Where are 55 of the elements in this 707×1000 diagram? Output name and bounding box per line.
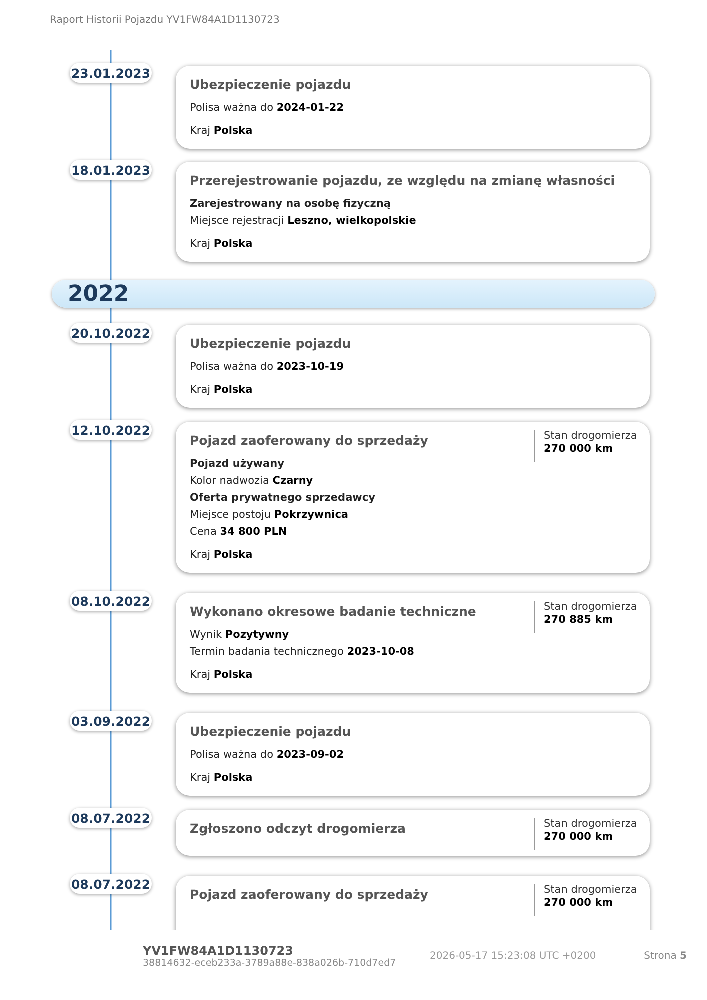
card-text: Miejsce rejestracji Leszno, wielkopolskie <box>190 214 418 229</box>
odometer-label: Stan drogomierza <box>544 818 638 831</box>
card-text: Polisa ważna do 2023-09-02 <box>190 748 346 763</box>
card-heading: Pojazd zaoferowany do sprzedaży <box>190 886 430 904</box>
card-text: Kolor nadwozia Czarny <box>190 474 314 489</box>
page-number: Strona 5 <box>644 951 687 962</box>
card-text: Kraj Polska <box>190 548 254 563</box>
card-text: Termin badania technicznego 2023-10-08 <box>190 645 416 660</box>
event-card <box>176 66 650 149</box>
card-text: Wynik Pozytywny <box>190 628 290 643</box>
card-heading: Ubezpieczenie pojazdu <box>190 76 352 94</box>
event-card <box>176 713 650 796</box>
date-badge: 18.01.2023 <box>70 160 152 180</box>
date-badge: 03.09.2022 <box>70 711 152 731</box>
card-text: Polisa ważna do 2024-01-22 <box>190 101 346 116</box>
card-text: Cena 34 800 PLN <box>190 525 288 540</box>
vin-number: YV1FW84A1D1130723 <box>143 944 294 958</box>
card-text: Kraj Polska <box>190 383 254 398</box>
card-text: Kraj Polska <box>190 771 254 786</box>
event-card <box>176 810 650 856</box>
date-badge: 08.07.2022 <box>70 808 152 828</box>
event-card <box>176 325 650 408</box>
date-badge: 20.10.2022 <box>70 323 152 343</box>
date-badge: 12.10.2022 <box>70 420 152 440</box>
odometer-value: 270 000 km <box>544 897 614 910</box>
card-text: Pojazd używany <box>190 457 286 472</box>
event-card <box>176 162 650 262</box>
date-badge: 23.01.2023 <box>70 63 152 83</box>
card-heading: Ubezpieczenie pojazdu <box>190 335 352 353</box>
odometer-value: 270 000 km <box>544 443 614 456</box>
odometer-value: 270 885 km <box>544 614 614 627</box>
card-text: Kraj Polska <box>190 124 254 139</box>
card-text: Kraj Polska <box>190 668 254 683</box>
card-text: Oferta prywatnego sprzedawcy <box>190 491 376 506</box>
odometer-label: Stan drogomierza <box>544 601 638 614</box>
event-card <box>176 422 650 573</box>
card-heading: Pojazd zaoferowany do sprzedaży <box>190 432 430 450</box>
date-badge: 08.07.2022 <box>70 874 152 894</box>
odometer-value: 270 000 km <box>544 831 614 844</box>
card-heading: Zgłoszono odczyt drogomierza <box>190 820 407 838</box>
card-text: Kraj Polska <box>190 237 254 252</box>
card-heading: Ubezpieczenie pojazdu <box>190 723 352 741</box>
card-text: Miejsce postoju Pokrzywnica <box>190 508 350 523</box>
card-text: Polisa ważna do 2023-10-19 <box>190 360 346 375</box>
event-card <box>176 593 650 693</box>
generated-timestamp: 2026-05-17 15:23:08 UTC +0200 <box>430 951 596 962</box>
date-badge: 08.10.2022 <box>70 591 152 611</box>
card-heading: Wykonano okresowe badanie techniczne <box>190 603 478 621</box>
card-heading: Przerejestrowanie pojazdu, ze względu na zmianę własności <box>190 172 616 190</box>
card-text: Zarejestrowany na osobę fizyczną <box>190 197 392 212</box>
odometer-label: Stan drogomierza <box>544 430 638 443</box>
report-id: 38814632-eceb233a-3789a88e-838a026b-710d7ed7 <box>143 958 396 969</box>
year-band: 2022 <box>52 280 655 308</box>
header-text: Raport Historii Pojazdu YV1FW84A1D1130723 <box>50 15 280 26</box>
odometer-label: Stan drogomierza <box>544 884 638 897</box>
